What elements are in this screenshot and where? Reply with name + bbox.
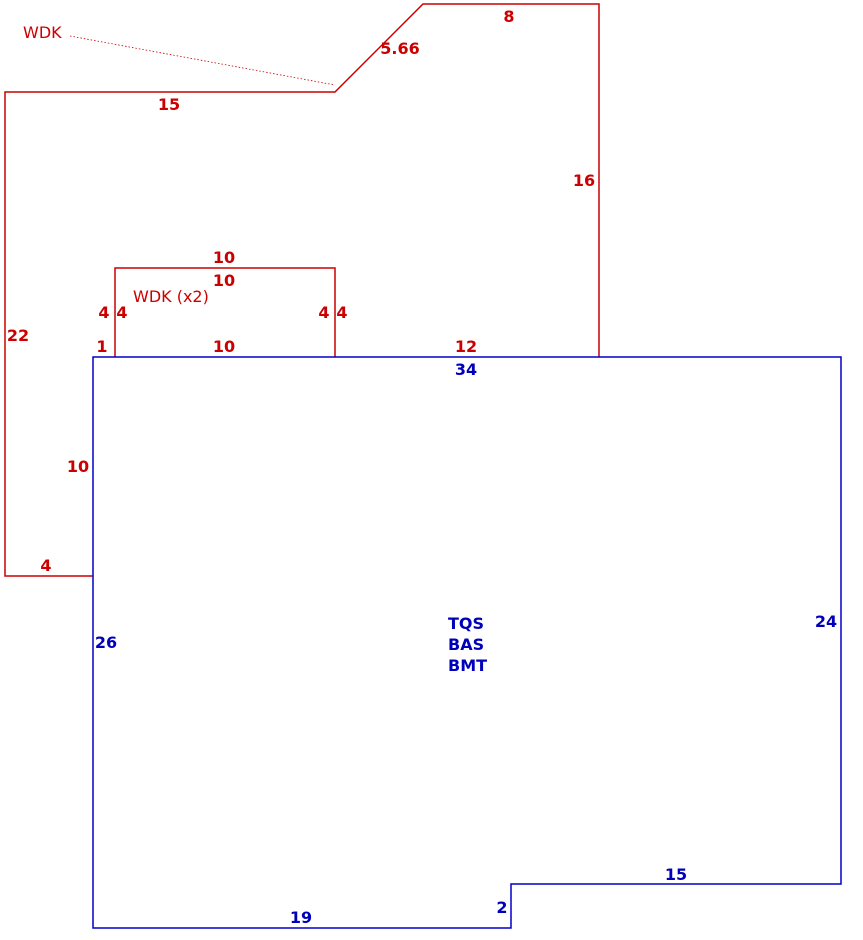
wdk-leader-line: [69, 35, 336, 86]
inner-deck-outline: [114, 267, 336, 357]
dim-inner-right-inner: 4: [318, 303, 329, 322]
dim-inner-left-inner: 4: [116, 303, 127, 322]
dim-inner-bottom: 10: [213, 337, 235, 356]
dim-house-left: 26: [95, 633, 117, 652]
dim-house-bottom: 19: [290, 908, 312, 927]
dim-deck-lower-left: 10: [67, 457, 89, 476]
dim-deck-bottom-right: 12: [455, 337, 477, 356]
dim-deck-small-step: 1: [96, 337, 107, 356]
dim-house-notch-side: 2: [496, 898, 507, 917]
dim-inner-top-outer: 10: [213, 248, 235, 267]
house-label-tqs: TQS: [448, 614, 484, 633]
deck-area-label: WDK: [23, 23, 62, 42]
dim-deck-top-right: 8: [503, 7, 514, 26]
dim-inner-top-inner: 10: [213, 271, 235, 290]
inner-deck-area-label: WDK (x2): [133, 287, 209, 306]
dim-inner-left-outer: 4: [98, 303, 109, 322]
dim-deck-top-left: 15: [158, 95, 180, 114]
house-outline: [92, 356, 842, 929]
house-label-bas: BAS: [448, 635, 484, 654]
dim-deck-right: 16: [573, 171, 595, 190]
dim-deck-diagonal: 5.66: [380, 39, 419, 58]
dim-house-right: 24: [815, 612, 837, 631]
deck-outline: [4, 3, 600, 577]
dim-deck-bottom: 4: [40, 556, 51, 575]
dim-deck-left: 22: [7, 326, 29, 345]
dim-house-top: 34: [455, 360, 477, 379]
dim-house-notch-top: 15: [665, 865, 687, 884]
dim-inner-right-outer: 4: [336, 303, 347, 322]
house-label-bmt: BMT: [448, 656, 487, 675]
